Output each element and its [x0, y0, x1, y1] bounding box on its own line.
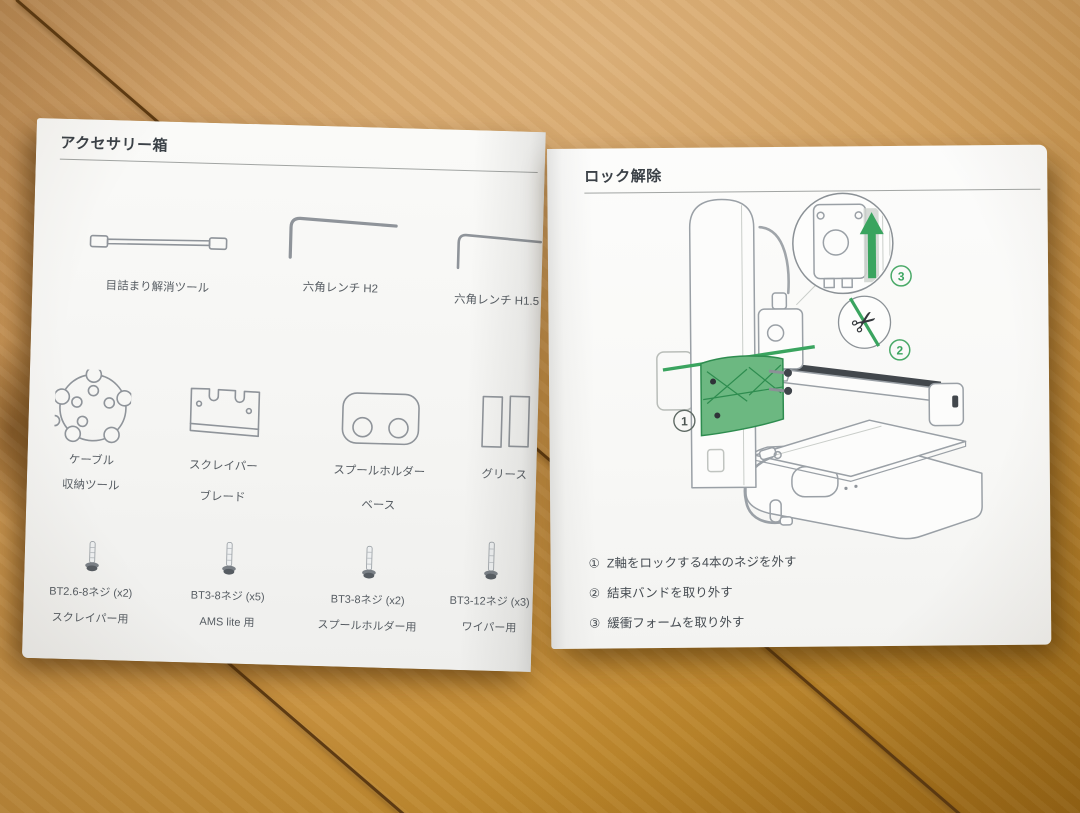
- accessory-item-hex-wrench-h2: 六角レンチ H2: [260, 212, 422, 300]
- screw-icon: [428, 533, 553, 586]
- item-label: AMS lite 用: [199, 615, 255, 630]
- hex-wrench-icon: [261, 212, 422, 262]
- step-number: ②: [588, 586, 601, 601]
- item-label: BT2.6-8ネジ (x2): [49, 585, 133, 600]
- detail-circle-scissors: ✂: [837, 295, 892, 349]
- item-label: ワイパー用: [461, 621, 517, 635]
- manual-right-page: ロック解除: [547, 144, 1052, 649]
- accessory-item-unclog-tool: 目詰まり解消ツール: [62, 215, 254, 300]
- item-label: 六角レンチ H2: [302, 281, 379, 296]
- item-label: スクレイパー用: [51, 611, 129, 626]
- screw-icon: [288, 537, 449, 585]
- item-label: グリース: [481, 468, 528, 482]
- accessory-item-screw-bt3-8-spool: BT3-8ネジ (x2) スプールホルダー用: [287, 537, 450, 638]
- item-label: ケーブル: [68, 454, 115, 468]
- accessory-item-screw-bt26-8: BT2.6-8ネジ (x2) スクレイパー用: [30, 536, 152, 629]
- step-2: ② 結束バンドを取り外す: [589, 581, 797, 602]
- item-label: ベース: [361, 499, 396, 512]
- screw-icon: [31, 536, 152, 577]
- item-label: 目詰まり解消ツール: [105, 279, 210, 295]
- unclog-tool-icon: [63, 215, 254, 258]
- accessory-item-screw-bt3-12: BT3-12ネジ (x3) ワイパー用: [427, 533, 554, 639]
- unlock-steps: ① Z軸をロックする4本のネジを外す ② 結束バンドを取り外す ③ 緩衝フォーム…: [589, 551, 798, 643]
- svg-text:3: 3: [898, 269, 905, 283]
- title-underline: [59, 158, 538, 174]
- step-1: ① Z軸をロックする4本のネジを外す: [589, 551, 797, 572]
- item-label: 収納ツール: [61, 478, 120, 493]
- accessory-item-spool-holder-base: スプールホルダー ベース: [303, 388, 456, 518]
- screw-icon: [168, 534, 289, 581]
- z-column: [688, 198, 757, 489]
- tool-head: [757, 225, 804, 382]
- callout-1: 1: [673, 409, 696, 433]
- svg-text:2: 2: [896, 343, 903, 357]
- z-lock-bracket: [700, 355, 793, 437]
- page-title: ロック解除: [584, 167, 662, 186]
- build-plate: [753, 419, 967, 482]
- step-number: ③: [589, 616, 601, 631]
- step-text: 緩衝フォームを取り外す: [607, 615, 745, 631]
- cable-tie: [662, 344, 815, 372]
- item-label: スプールホルダー用: [317, 619, 417, 634]
- x-rail: [770, 361, 965, 427]
- protective-foam: [863, 208, 880, 283]
- accessory-item-grease: グリース: [457, 392, 554, 502]
- grease-icon: [458, 392, 554, 453]
- title-underline: [584, 188, 1041, 194]
- step-3: ③ 緩衝フォームを取り外す: [589, 611, 797, 632]
- spool-holder-base-icon: [305, 388, 457, 450]
- svg-text:1: 1: [681, 414, 688, 428]
- step-text: 結束バンドを取り外す: [607, 585, 733, 601]
- page-title: アクセサリー箱: [60, 134, 169, 155]
- callout-2: 2: [889, 339, 911, 361]
- accessory-item-screw-bt3-8-ams: BT3-8ネジ (x5) AMS lite 用: [167, 534, 290, 633]
- lock-screws: [768, 368, 793, 395]
- item-label: ブレード: [199, 490, 246, 504]
- scraper-blade-icon: [162, 380, 288, 447]
- accessory-item-scraper-blade: スクレイパー ブレード: [160, 380, 287, 509]
- bed-cable: [743, 446, 794, 526]
- item-label: [457, 500, 551, 503]
- printer-illustration: 1: [656, 192, 983, 540]
- manual-left-page: アクセサリー箱 目詰まり解消ツール 六角レンチ H2: [21, 118, 546, 673]
- item-label: スクレイパー: [188, 459, 258, 474]
- accessory-item-cable-tool: ケーブル 収納ツール: [29, 368, 156, 497]
- printer-base: [745, 441, 983, 540]
- detail-circle-foam: [792, 192, 894, 306]
- arrow-up-icon: [859, 212, 884, 279]
- step-number: ①: [588, 556, 600, 571]
- item-label: スプールホルダー: [333, 464, 426, 479]
- callout-3: 3: [890, 265, 912, 287]
- cable-organizer-icon: [30, 368, 156, 447]
- item-label: BT3-8ネジ (x5): [190, 589, 265, 604]
- item-label: BT3-12ネジ (x3): [449, 594, 530, 609]
- step-text: Z軸をロックする4本のネジを外す: [606, 554, 797, 571]
- item-label: BT3-8ネジ (x2): [330, 593, 405, 608]
- scissors-icon: ✂: [845, 302, 885, 343]
